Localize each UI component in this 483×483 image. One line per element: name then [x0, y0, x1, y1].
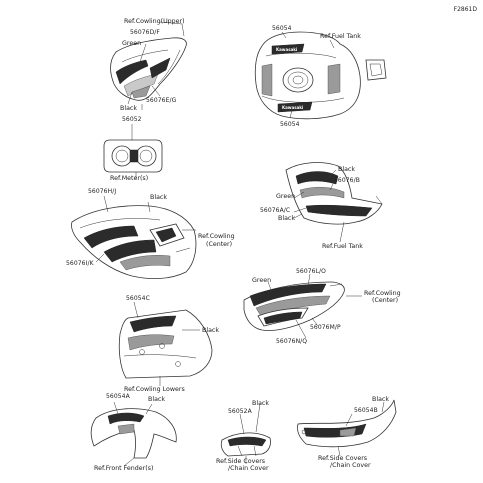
center-cowling-right-ref-line2: (Center) [372, 297, 399, 304]
catalog-id: F2861D [453, 6, 477, 13]
meter-ref: Ref.Meter(s) [110, 175, 149, 182]
side-covers-right-ref-line2: /Chain Cover [330, 462, 371, 469]
fuel-tank-side-color-green: Green [276, 193, 296, 200]
fuel-tank-top-part-top: 56054 [272, 25, 292, 32]
center-cowling-right-color-green: Green [252, 277, 272, 284]
side-covers-right-ref-line1: Ref.Side Covers [318, 455, 368, 462]
meter-drawing [103, 139, 163, 173]
center-cowling-right-part-top: 56076L/O [296, 268, 326, 275]
center-cowling-left-ref-line2: (Center) [206, 241, 233, 248]
side-covers-right-color-black: Black [372, 396, 390, 403]
fuel-tank-side-drawing [285, 162, 383, 225]
svg-text:Kawasaki: Kawasaki [282, 105, 304, 110]
center-cowling-left-ref-line1: Ref.Cowling [198, 233, 235, 240]
upper-cowling-drawing [110, 37, 187, 101]
fuel-tank-side-ref: Ref.Fuel Tank [322, 243, 363, 250]
upper-cowling-part-bottom: 56076E/G [146, 97, 177, 104]
center-cowling-right-ref-line1: Ref.Cowling [364, 290, 401, 297]
upper-cowling-part-top: 56076D/F [130, 29, 160, 36]
upper-cowling-color-black: Black [120, 105, 138, 112]
upper-cowling-ref: Ref.Cowling(Upper) [124, 18, 185, 25]
cowling-lowers-color-black: Black [202, 327, 220, 334]
side-covers-center-ref-line2: /Chain Cover [228, 465, 269, 472]
center-cowling-left-part-bottom: 56076I/K [66, 260, 94, 267]
front-fender-part: 56054A [106, 393, 130, 400]
center-cowling-right-part-bottom: 56076N/Q [276, 338, 308, 345]
center-cowling-right-drawing [243, 281, 345, 331]
front-fender-color-black: Black [148, 396, 166, 403]
fuel-tank-top-drawing: Kawasaki Kawasaki [254, 31, 387, 120]
cowling-lowers-part: 56054C [126, 295, 150, 302]
fuel-tank-side-part-mid: 56076A/C [260, 207, 291, 214]
side-covers-center-color-black: Black [252, 400, 270, 407]
meter-part: 56052 [122, 116, 142, 123]
center-cowling-left-part-top: 56076H/J [88, 188, 117, 195]
fuel-tank-top-ref: Ref.Fuel Tank [320, 33, 361, 40]
upper-cowling-color-green: Green [122, 40, 142, 47]
front-fender-ref: Ref.Front Fender(s) [94, 465, 154, 472]
fuel-tank-side-color-black-bottom: Black [278, 215, 296, 222]
side-covers-right-part: 56054B [354, 407, 378, 414]
cowling-lowers-drawing [118, 309, 213, 379]
front-fender-drawing [90, 408, 177, 459]
side-covers-center-drawing [220, 432, 271, 457]
fuel-tank-side-color-black-top: Black [338, 166, 356, 173]
side-covers-center-ref-line1: Ref.Side Covers [216, 458, 266, 465]
svg-text:Kawasaki: Kawasaki [276, 47, 298, 52]
center-cowling-right-part-mid: 56076M/P [310, 324, 341, 331]
fuel-tank-top-part-bottom: 56054 [280, 121, 300, 128]
side-covers-right-drawing [297, 399, 397, 448]
cowling-lowers-ref: Ref.Cowling Lowers [124, 386, 185, 393]
center-cowling-left-drawing [71, 205, 197, 280]
center-cowling-left-color-black: Black [150, 194, 168, 201]
side-covers-center-part: 56052A [228, 408, 252, 415]
fuel-tank-side-part-top: 56076/B [334, 177, 360, 184]
